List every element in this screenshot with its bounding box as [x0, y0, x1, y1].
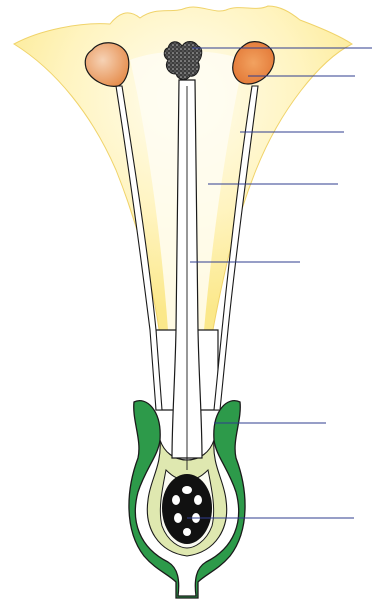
flower-diagram — [0, 0, 374, 604]
flower-section-svg — [0, 0, 374, 604]
